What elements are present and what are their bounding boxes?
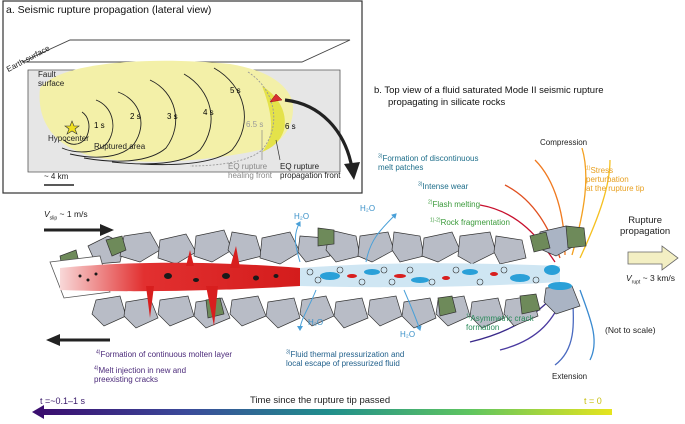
annotation-flash-melting: 2)Flash melting xyxy=(428,199,481,209)
panel-a-title: a. Seismic rupture propagation (lateral … xyxy=(6,4,212,16)
not-to-scale-label: (Not to scale) xyxy=(605,325,656,335)
annotation-intense-wear-ref: 3) xyxy=(418,181,423,188)
h2o-label-3: H₂O xyxy=(308,318,324,327)
healing-front-label: EQ rupture healing front xyxy=(228,162,273,181)
slip-arrow-bottom-head xyxy=(46,334,60,346)
annotation-asymmetric-crack-text: Asymmetric crack formation xyxy=(466,314,534,333)
isochron-label-6-5s: 6.5 s xyxy=(246,120,264,129)
isochron-label-5s: 5 s xyxy=(230,86,241,95)
v-slip-label: Vslip ~ 1 m/s xyxy=(44,209,88,222)
annotation-fluid-thermal-text: Fluid thermal pressurization and local e… xyxy=(286,350,405,369)
annotation-asymmetric-crack: 1)Asymmetric crack formation xyxy=(466,313,534,333)
propagation-front-label: EQ rupture propagation front xyxy=(280,162,341,181)
annotation-asymmetric-crack-ref: 1) xyxy=(466,313,471,320)
annotation-melt-patches: 3)Formation of discontinuous melt patche… xyxy=(378,153,479,173)
isochron-label-4s: 4 s xyxy=(203,108,214,117)
molten-layer xyxy=(60,262,300,292)
annotation-stress-perturbation-text: Stress perturbation at the rupture tip xyxy=(586,166,645,194)
isochron-label-6s: 6 s xyxy=(285,122,296,131)
annotation-fluid-thermal: 3)Fluid thermal pressurization and local… xyxy=(286,349,405,369)
annotation-stress-perturbation-ref: 1) xyxy=(586,165,591,172)
annotation-melt-patches-text: Formation of discontinuous melt patches xyxy=(378,154,479,173)
annotation-flash-melting-text: Flash melting xyxy=(432,200,481,209)
time-gradient-bar xyxy=(44,409,612,415)
rupture-tip-marker xyxy=(269,93,283,103)
isochron-label-3s: 3 s xyxy=(167,112,178,121)
time-bar-title: Time since the rupture tip passed xyxy=(250,395,391,406)
extension-label: Extension xyxy=(552,372,588,381)
panel-b-title-line2: propagating in silicate rocks xyxy=(388,97,506,108)
propagation-leader xyxy=(275,139,281,161)
annotation-stress-perturbation: 1)Stress perturbation at the rupture tip xyxy=(586,165,645,194)
fault-surface-label: Fault surface xyxy=(38,70,65,89)
scale-label: ~ 4 km xyxy=(44,172,69,181)
h2o-label-2: H₂O xyxy=(360,204,376,213)
annotation-rock-fragmentation-text: Rock fragmentation xyxy=(440,218,510,227)
h2o-arrows xyxy=(294,213,422,331)
isochrons xyxy=(61,67,275,167)
h2o-label-1: H₂O xyxy=(294,212,310,221)
v-rupt-symbol: V xyxy=(626,273,632,283)
v-rupt-label: Vrupt ~ 3 km/s xyxy=(626,273,676,286)
isochron-label-2s: 2 s xyxy=(130,112,141,121)
compression-label: Compression xyxy=(540,138,588,147)
v-slip-value: ~ 1 m/s xyxy=(57,209,88,219)
zoom-arrow xyxy=(284,98,354,169)
annotation-melt-injection: 4)Melt injection in new and preexisting … xyxy=(94,365,187,385)
v-slip-subscript: slip xyxy=(49,215,58,222)
isochron-label-1s: 1 s xyxy=(94,121,105,130)
annotation-intense-wear-text: Intense wear xyxy=(422,182,469,191)
hypocenter-star xyxy=(64,120,80,135)
annotation-molten-layer: 4)Formation of continuous molten layer xyxy=(96,349,233,359)
v-rupt-subscript: rupt xyxy=(631,279,641,286)
time-bar-arrowhead xyxy=(32,405,44,419)
earth-surface-plane xyxy=(21,39,351,63)
rock-fragments xyxy=(87,225,581,329)
v-rupt-value: ~ 3 km/s xyxy=(640,273,676,283)
h2o-label-4: H₂O xyxy=(400,330,416,339)
melt-patches xyxy=(347,272,498,280)
ruptured-area-label: Ruptured area xyxy=(94,142,146,151)
zoom-arrow-head xyxy=(344,162,360,180)
fluid-patches xyxy=(320,265,572,290)
annotation-melt-injection-text: Melt injection in new and preexisting cr… xyxy=(94,366,187,385)
rupture-propagation-arrow xyxy=(627,245,679,271)
v-slip-symbol: V xyxy=(44,209,50,219)
green-rock-fragments xyxy=(59,225,587,319)
vesicles xyxy=(78,272,279,282)
annotation-rock-fragmentation-ref: 1)-2) xyxy=(430,217,441,224)
hypocenter-label: Hypocenter xyxy=(48,134,89,143)
annotation-rock-fragmentation: 1)-2)Rock fragmentation xyxy=(430,217,510,227)
panel-b-title-line1: b. Top view of a fluid saturated Mode II… xyxy=(374,85,604,96)
time-bar-right-label: t = 0 xyxy=(584,396,602,406)
annotation-intense-wear: 3)Intense wear xyxy=(418,181,469,191)
annotation-melt-injection-ref: 4) xyxy=(94,365,99,372)
time-bar-left-label: t =~0.1–1 s xyxy=(40,396,86,406)
propagation-front-zone xyxy=(262,86,285,152)
rupture-propagation-label: Rupture propagation xyxy=(620,215,671,237)
gouge-grains xyxy=(306,266,540,286)
annotation-fluid-thermal-ref: 3) xyxy=(286,349,291,356)
melt-injections xyxy=(146,246,240,326)
annotation-flash-melting-ref: 2) xyxy=(428,199,433,206)
annotation-melt-patches-ref: 3) xyxy=(378,153,383,160)
slip-arrow-top-head xyxy=(100,224,114,236)
annotation-molten-layer-text: Formation of continuous molten layer xyxy=(100,350,233,359)
ruptured-area xyxy=(39,60,293,162)
annotation-molten-layer-ref: 4) xyxy=(96,349,101,356)
